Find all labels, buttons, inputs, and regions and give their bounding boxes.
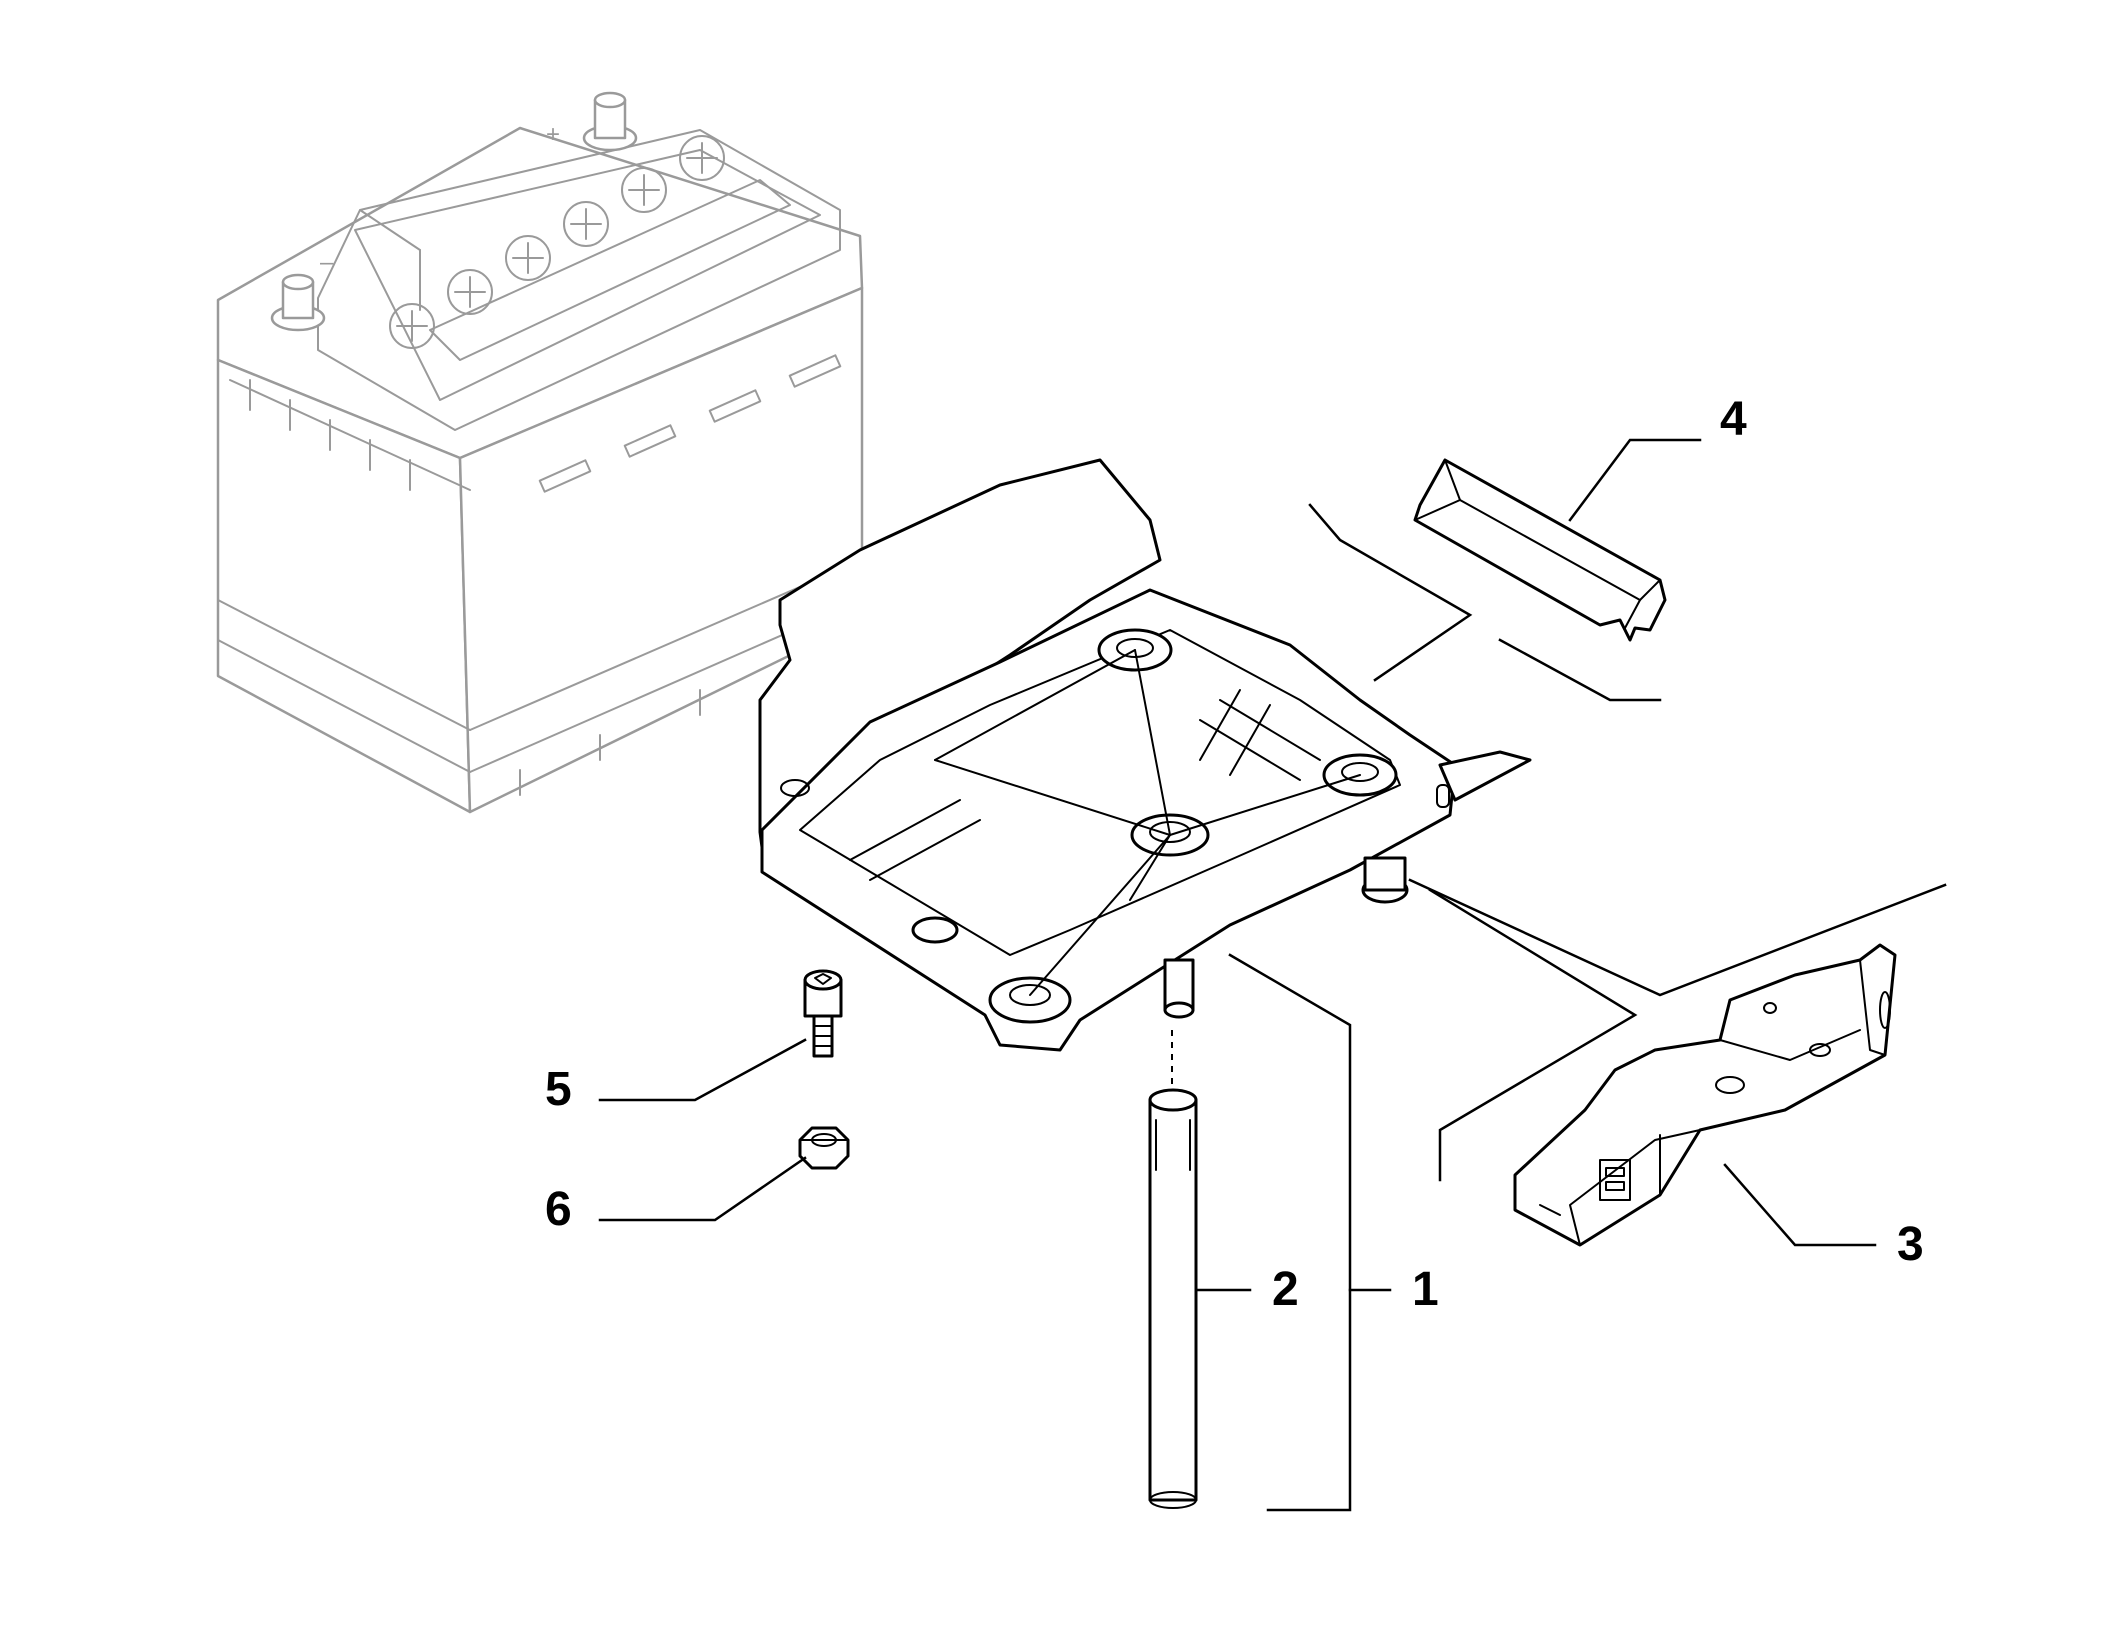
callout-label-3: 3 bbox=[1897, 1218, 1924, 1271]
battery-minus-mark: – bbox=[320, 249, 334, 276]
bracket-part bbox=[1513, 943, 1897, 1247]
callout-label-1: 1 bbox=[1412, 1263, 1439, 1316]
tube-part bbox=[1148, 1030, 1198, 1509]
callout-labels: 1 2 3 4 5 6 bbox=[545, 393, 1924, 1316]
callout-label-6: 6 bbox=[545, 1183, 572, 1236]
callout-label-2: 2 bbox=[1272, 1263, 1299, 1316]
callout-label-5: 5 bbox=[545, 1063, 572, 1116]
battery-illustration: + – bbox=[216, 91, 864, 814]
battery-plus-mark: + bbox=[546, 121, 560, 148]
callout-label-4: 4 bbox=[1720, 393, 1747, 446]
bolt-part bbox=[803, 969, 843, 1058]
nut-part bbox=[798, 1126, 850, 1170]
battery-tray-part bbox=[758, 458, 1532, 1052]
leader-lines bbox=[598, 438, 1947, 1512]
clamp-strip-part bbox=[1413, 458, 1667, 642]
